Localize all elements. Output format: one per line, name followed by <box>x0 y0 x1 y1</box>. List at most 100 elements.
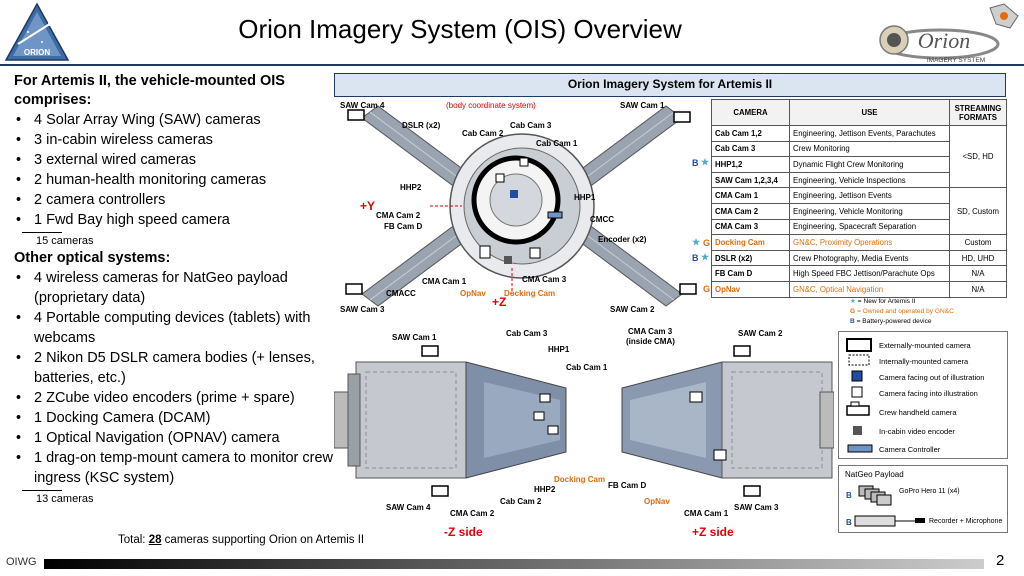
camera-icon <box>345 283 363 295</box>
logo-text: ORION <box>24 48 50 57</box>
cell-format: Custom <box>949 234 1007 251</box>
label-docking-cam: Docking Cam <box>504 289 555 298</box>
total-prefix: Total: <box>118 534 149 546</box>
legend-symbols <box>846 338 873 453</box>
label-cab-cam-3: Cab Cam 3 <box>510 121 552 130</box>
label-bottom-saw-cam-2: SAW Cam 2 <box>738 329 783 338</box>
cell-camera: CMA Cam 2 <box>711 202 790 220</box>
label-body-coords: (body coordinate system) <box>446 101 536 110</box>
natgeo-battery-marker: B <box>846 491 852 500</box>
cell-use: Dynamic Flight Crew Monitoring <box>789 156 950 173</box>
diagram-legend: Externally-mounted camera Internally-mou… <box>838 331 1008 459</box>
cell-format: <SD, HD <box>949 124 1007 189</box>
legend-facing-in: Camera facing into illustration <box>879 389 978 398</box>
label-cmacc: CMACC <box>386 289 416 298</box>
capsule-aft-view <box>449 133 595 279</box>
camera-table: CAMERA USE STREAMING FORMATS Cab Cam 1,2… <box>711 99 1007 298</box>
battery-marker: B <box>692 253 699 263</box>
natgeo-payload-box: NatGeo Payload B GoPro Hero 11 (x4) B Re… <box>838 465 1008 533</box>
legend-encoder: In-cabin video encoder <box>879 427 955 436</box>
table-header-row: CAMERA USE STREAMING FORMATS <box>711 99 1007 126</box>
new-star-icon: ★ <box>701 252 710 262</box>
label-cab-cam-1: Cab Cam 1 <box>536 139 578 148</box>
label-cab-cam-2: Cab Cam 2 <box>462 129 504 138</box>
title-rule <box>0 64 1024 66</box>
label-cma-cam-2: CMA Cam 2 <box>376 211 421 220</box>
label-plus-y: +Y <box>360 199 375 213</box>
camera-icon <box>713 449 727 461</box>
cell-format: SD, Custom <box>949 187 1007 236</box>
key-b-letter: B <box>850 318 855 325</box>
cell-use: Engineering, Vehicle Inspections <box>789 171 950 189</box>
heading-ois-components: For Artemis II, the vehicle-mounted OIS … <box>14 73 285 108</box>
label-hhp1: HHP1 <box>574 193 596 202</box>
label-bottom-hhp1: HHP1 <box>548 345 570 354</box>
cell-use: GN&C, Proximity Operations <box>789 234 950 251</box>
natgeo-title: NatGeo Payload <box>845 470 904 479</box>
panel-title: Orion Imagery System for Artemis II <box>334 73 1006 97</box>
new-star-icon: ★ <box>850 298 856 305</box>
plus-z-side-view <box>621 361 834 479</box>
total-suffix: cameras supporting Orion on Artemis II <box>161 534 365 546</box>
table-row: CMA Cam 1 Engineering, Jettison Events S… <box>711 187 1007 236</box>
camera-icon <box>504 256 512 264</box>
cell-use: High Speed FBC Jettison/Parachute Ops <box>789 265 950 282</box>
list-item: 1 drag-on temp-mount camera to monitor c… <box>14 448 339 488</box>
label-plus-z: +Z <box>492 295 506 309</box>
cell-use: Crew Photography, Media Events <box>789 249 950 267</box>
table-row: Docking Cam GN&C, Proximity Operations C… <box>711 234 1007 251</box>
total-cameras: Total: 28 cameras supporting Orion on Ar… <box>118 534 364 546</box>
label-saw-cam-3: SAW Cam 3 <box>340 305 385 314</box>
list-ois-components: 4 Solar Array Wing (SAW) cameras 3 in-ca… <box>14 110 339 230</box>
label-bottom-cab-cam-3: Cab Cam 3 <box>506 329 548 338</box>
list-item: 4 Portable computing devices (tablets) w… <box>14 308 339 348</box>
camera-icon <box>547 425 559 435</box>
table-row: HHP1,2 Dynamic Flight Crew Monitoring <box>711 156 1007 173</box>
label-bottom-cma-cam-1: CMA Cam 1 <box>684 509 729 518</box>
footer-org: OIWG <box>6 556 37 568</box>
page-title: Orion Imagery System (OIS) Overview <box>238 14 682 44</box>
label-bottom-saw-cam-4: SAW Cam 4 <box>386 503 431 512</box>
count-divider <box>22 490 62 491</box>
legend-handheld: Crew handheld camera <box>879 408 957 417</box>
ois-logo: Orion IMAGERY SYSTEM <box>872 2 1020 68</box>
camera-icon <box>519 157 529 167</box>
list-item: 2 camera controllers <box>14 190 339 210</box>
cell-camera: CMA Cam 1 <box>711 187 790 204</box>
cell-use: Engineering, Spacecraft Separation <box>789 218 950 236</box>
legend-internally-mounted: Internally-mounted camera <box>879 357 969 366</box>
label-inside-cma: (inside CMA) <box>626 337 675 346</box>
label-saw-cam-1: SAW Cam 1 <box>620 101 665 110</box>
camera-icon <box>431 485 449 497</box>
label-bottom-saw-cam-1: SAW Cam 1 <box>392 333 437 342</box>
label-cma-cam-1: CMA Cam 1 <box>422 277 467 286</box>
cell-camera: FB Cam D <box>711 265 790 282</box>
footer-bar <box>44 559 984 569</box>
camera-icon <box>529 247 541 259</box>
label-encoder: Encoder (x2) <box>598 235 647 244</box>
table-row: SAW Cam 1,2,3,4 Engineering, Vehicle Ins… <box>711 171 1007 189</box>
camera-icon <box>347 109 365 121</box>
legend-controller: Camera Controller <box>879 445 941 454</box>
table-row: OpNav GN&C, Optical Navigation N/A <box>711 280 1007 298</box>
logo-orion-text: Orion <box>918 28 971 53</box>
list-item: 2 human-health monitoring cameras <box>14 170 339 190</box>
label-plus-z-side: +Z side <box>692 525 734 539</box>
natgeo-devices <box>854 485 925 527</box>
col-header-streaming: STREAMING FORMATS <box>949 99 1007 126</box>
table-row: DSLR (x2) Crew Photography, Media Events… <box>711 249 1007 267</box>
table-row: CMA Cam 3 Engineering, Spacecraft Separa… <box>711 218 1007 236</box>
cell-camera: CMA Cam 3 <box>711 218 790 236</box>
key-note-gnc: G = Owned and operated by GN&C <box>850 307 954 317</box>
label-bottom-docking-cam: Docking Cam <box>554 475 605 484</box>
key-note-battery: B = Battery-powered device <box>850 317 954 327</box>
legend-facing-out: Camera facing out of illustration <box>879 373 985 382</box>
label-bottom-hhp2: HHP2 <box>534 485 556 494</box>
key-note-battery-text: = Battery-powered device <box>856 318 932 325</box>
count-divider <box>22 232 62 233</box>
list-item: 1 Fwd Bay high speed camera <box>14 210 339 230</box>
page-number: 2 <box>996 552 1005 569</box>
new-star-icon: ★ <box>701 157 710 167</box>
heading-other-optical: Other optical systems: <box>14 250 171 266</box>
cell-use: Engineering, Jettison Events <box>789 187 950 204</box>
